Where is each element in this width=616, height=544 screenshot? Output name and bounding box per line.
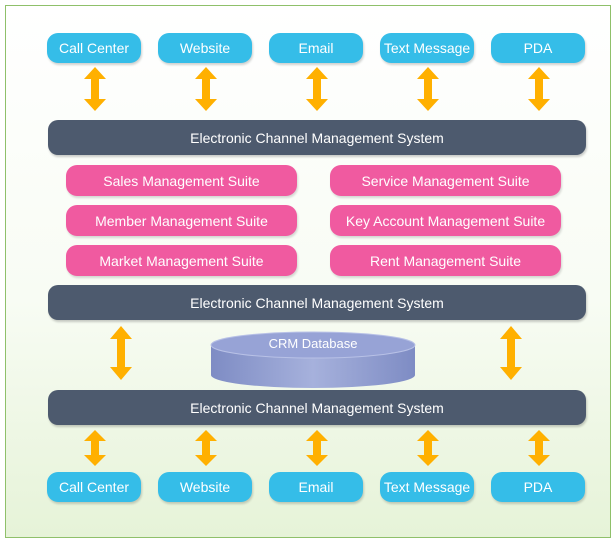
- channel-top-call-center: Call Center: [47, 33, 141, 63]
- double-arrow-icon: [195, 430, 217, 466]
- suite-service: Service Management Suite: [330, 165, 561, 196]
- suite-market: Market Management Suite: [66, 245, 297, 276]
- channel-bottom-pda: PDA: [491, 472, 585, 502]
- channel-bottom-text-message: Text Message: [380, 472, 474, 502]
- suite-rent: Rent Management Suite: [330, 245, 561, 276]
- double-arrow-icon: [110, 326, 132, 380]
- double-arrow-icon: [500, 326, 522, 380]
- channel-top-pda: PDA: [491, 33, 585, 63]
- double-arrow-icon: [417, 67, 439, 111]
- channel-top-website: Website: [158, 33, 252, 63]
- database-label: CRM Database: [268, 336, 358, 351]
- channel-management-bar-top: Electronic Channel Management System: [48, 120, 586, 155]
- double-arrow-icon: [84, 430, 106, 466]
- channel-top-text-message: Text Message: [380, 33, 474, 63]
- channel-bottom-website: Website: [158, 472, 252, 502]
- double-arrow-icon: [306, 67, 328, 111]
- double-arrow-icon: [417, 430, 439, 466]
- suite-member: Member Management Suite: [66, 205, 297, 236]
- double-arrow-icon: [306, 430, 328, 466]
- suite-sales: Sales Management Suite: [66, 165, 297, 196]
- channel-management-bar-bottom: Electronic Channel Management System: [48, 390, 586, 425]
- channel-bottom-email: Email: [269, 472, 363, 502]
- channel-bottom-call-center: Call Center: [47, 472, 141, 502]
- double-arrow-icon: [195, 67, 217, 111]
- database-cylinder-icon: [210, 331, 416, 388]
- suite-key-account: Key Account Management Suite: [330, 205, 561, 236]
- channel-top-email: Email: [269, 33, 363, 63]
- channel-management-bar-middle: Electronic Channel Management System: [48, 285, 586, 320]
- double-arrow-icon: [528, 67, 550, 111]
- diagram-canvas: Call Center Website Email Text Message P…: [5, 5, 611, 538]
- double-arrow-icon: [528, 430, 550, 466]
- double-arrow-icon: [84, 67, 106, 111]
